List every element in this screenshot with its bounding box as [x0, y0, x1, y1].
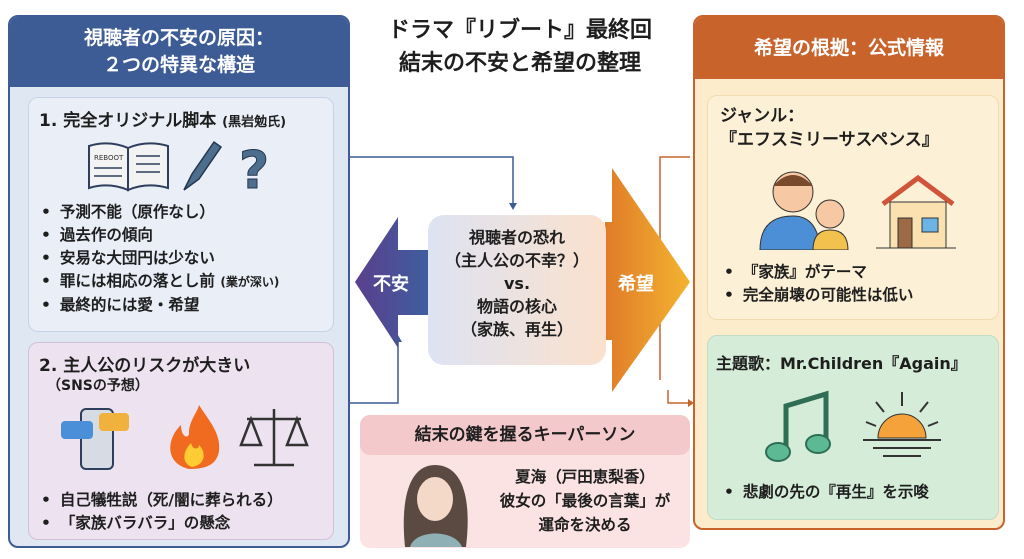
- bullet: 完全崩壊の可能性は低い: [724, 284, 914, 307]
- header-line1: 視聴者の不安の原因：: [83, 27, 274, 49]
- question-mark-icon: ?: [239, 141, 269, 194]
- key-person-name: 夏海（戸田恵梨香）: [515, 468, 655, 486]
- bullet: 罪には相応の落とし前 (業が深い): [41, 270, 279, 294]
- genre-title-line1: ジャンル：: [720, 106, 805, 126]
- sunrise-icon: [863, 392, 941, 457]
- key-person-title: 結末の鍵を握るキーパーソン: [360, 415, 690, 455]
- bullet: 過去作の傾向: [41, 224, 279, 247]
- fear-vs-core-box: 視聴者の恐れ （主人公の不幸？） vs. 物語の核心 （家族、再生）: [428, 215, 606, 365]
- bullet-note: (業が深い): [220, 275, 280, 289]
- genre-title: ジャンル： 『エフスミリーサスペンス』: [720, 104, 939, 152]
- bullet: 自己犠牲説（死/闇に葬られる）: [41, 489, 283, 512]
- theme-song-section: 主題歌：Mr.Children『Again』 悲劇の先の『再生』を示唆: [707, 335, 999, 520]
- section1-note: (黒岩勉氏): [222, 115, 287, 130]
- genre-title-line2: 『エフスミリーサスペンス』: [720, 130, 939, 150]
- key-person-line1: 彼女の「最後の言葉」が: [499, 492, 671, 510]
- hope-evidence-panel: 希望の根拠：公式情報 ジャンル： 『エフスミリーサスペンス』 『家族』がテーマ …: [693, 15, 1005, 530]
- woman-portrait-icon: [403, 465, 468, 547]
- book-pen-question-icons: REBOOT ?: [88, 140, 270, 194]
- page-title: ドラマ『リブート』最終回 結末の不安と希望の整理: [350, 14, 690, 80]
- header-line2: ２つの特異な構造: [102, 54, 255, 76]
- theme-bullets: 悲劇の先の『再生』を示唆: [724, 481, 929, 504]
- music-note-icon: [765, 390, 831, 462]
- risk-icons: [61, 405, 309, 470]
- bullet: 『家族』がテーマ: [724, 261, 913, 284]
- pen-icon: [183, 140, 223, 191]
- section1-title-text: 1. 完全オリジナル脚本: [39, 111, 217, 131]
- protagonist-risk-section: 2. 主人公のリスクが大きい （SNSの予想） 自己犠牲説（死/闇に葬られる） …: [28, 342, 334, 540]
- scales-icon: [239, 409, 309, 467]
- section1-title: 1. 完全オリジナル脚本 (黒岩勉氏): [39, 106, 286, 131]
- theme-song-title: 主題歌：Mr.Children『Again』: [716, 354, 967, 373]
- anxiety-label: 不安: [373, 274, 409, 295]
- hope-label: 希望: [618, 274, 654, 295]
- house-icon: [876, 174, 956, 249]
- section2-title: 2. 主人公のリスクが大きい: [39, 356, 251, 376]
- anxiety-arrow: [355, 217, 430, 348]
- family-house-icons: [759, 171, 956, 250]
- bullet-text: 罪には相応の落とし前: [59, 272, 215, 290]
- section1-bullets: 予測不能（原作なし） 過去作の傾向 安易な大団円は少ない 罪には相応の落とし前 …: [41, 201, 279, 317]
- bullet: 「家族バラバラ」の懸念: [41, 512, 283, 535]
- svg-text:REBOOT: REBOOT: [94, 154, 124, 162]
- phone-chat-icon: [61, 408, 129, 470]
- fire-icon: [170, 405, 220, 469]
- anxiety-causes-panel: 視聴者の不安の原因： ２つの特異な構造 1. 完全オリジナル脚本 (黒岩勉氏) …: [8, 15, 350, 548]
- genre-bullets: 『家族』がテーマ 完全崩壊の可能性は低い: [724, 261, 914, 307]
- key-person-line2: 運命を決める: [538, 516, 632, 534]
- section2-subtitle: （SNSの予想）: [47, 378, 149, 394]
- title-line2: 結末の不安と希望の整理: [398, 51, 641, 76]
- book-icon: REBOOT: [88, 142, 169, 192]
- center-line: （主人公の不幸？）: [444, 251, 589, 270]
- center-line: （家族、再生）: [460, 320, 573, 339]
- hope-panel-header: 希望の根拠：公式情報: [695, 17, 1003, 79]
- key-person-box: 結末の鍵を握るキーパーソン 夏海（戸田恵梨香） 彼女の「最後の言葉」が 運命を決…: [360, 415, 690, 548]
- bullet: 予測不能（原作なし）: [41, 201, 279, 224]
- section2-bullets: 自己犠牲説（死/闇に葬られる） 「家族バラバラ」の懸念: [41, 489, 283, 535]
- genre-section: ジャンル： 『エフスミリーサスペンス』 『家族』がテーマ 完全崩壊の可能性は低い: [707, 95, 999, 320]
- bullet: 安易な大団円は少ない: [41, 247, 279, 270]
- anxiety-panel-header: 視聴者の不安の原因： ２つの特異な構造: [10, 17, 348, 87]
- center-line: 物語の核心: [476, 297, 557, 316]
- center-line: vs.: [503, 274, 531, 293]
- title-line1: ドラマ『リブート』最終回: [387, 18, 652, 43]
- hope-arrow: [605, 168, 690, 392]
- key-person-text: 夏海（戸田恵梨香） 彼女の「最後の言葉」が 運命を決める: [480, 465, 690, 537]
- bullet: 最終的には愛・希望: [41, 294, 279, 317]
- music-sunrise-icons: [765, 390, 941, 462]
- original-script-section: 1. 完全オリジナル脚本 (黒岩勉氏) REBOOT ? 予測不能（原作なし） …: [28, 97, 334, 332]
- bullet: 悲劇の先の『再生』を示唆: [724, 481, 929, 504]
- family-icon: [759, 171, 849, 250]
- center-line: 視聴者の恐れ: [468, 228, 565, 247]
